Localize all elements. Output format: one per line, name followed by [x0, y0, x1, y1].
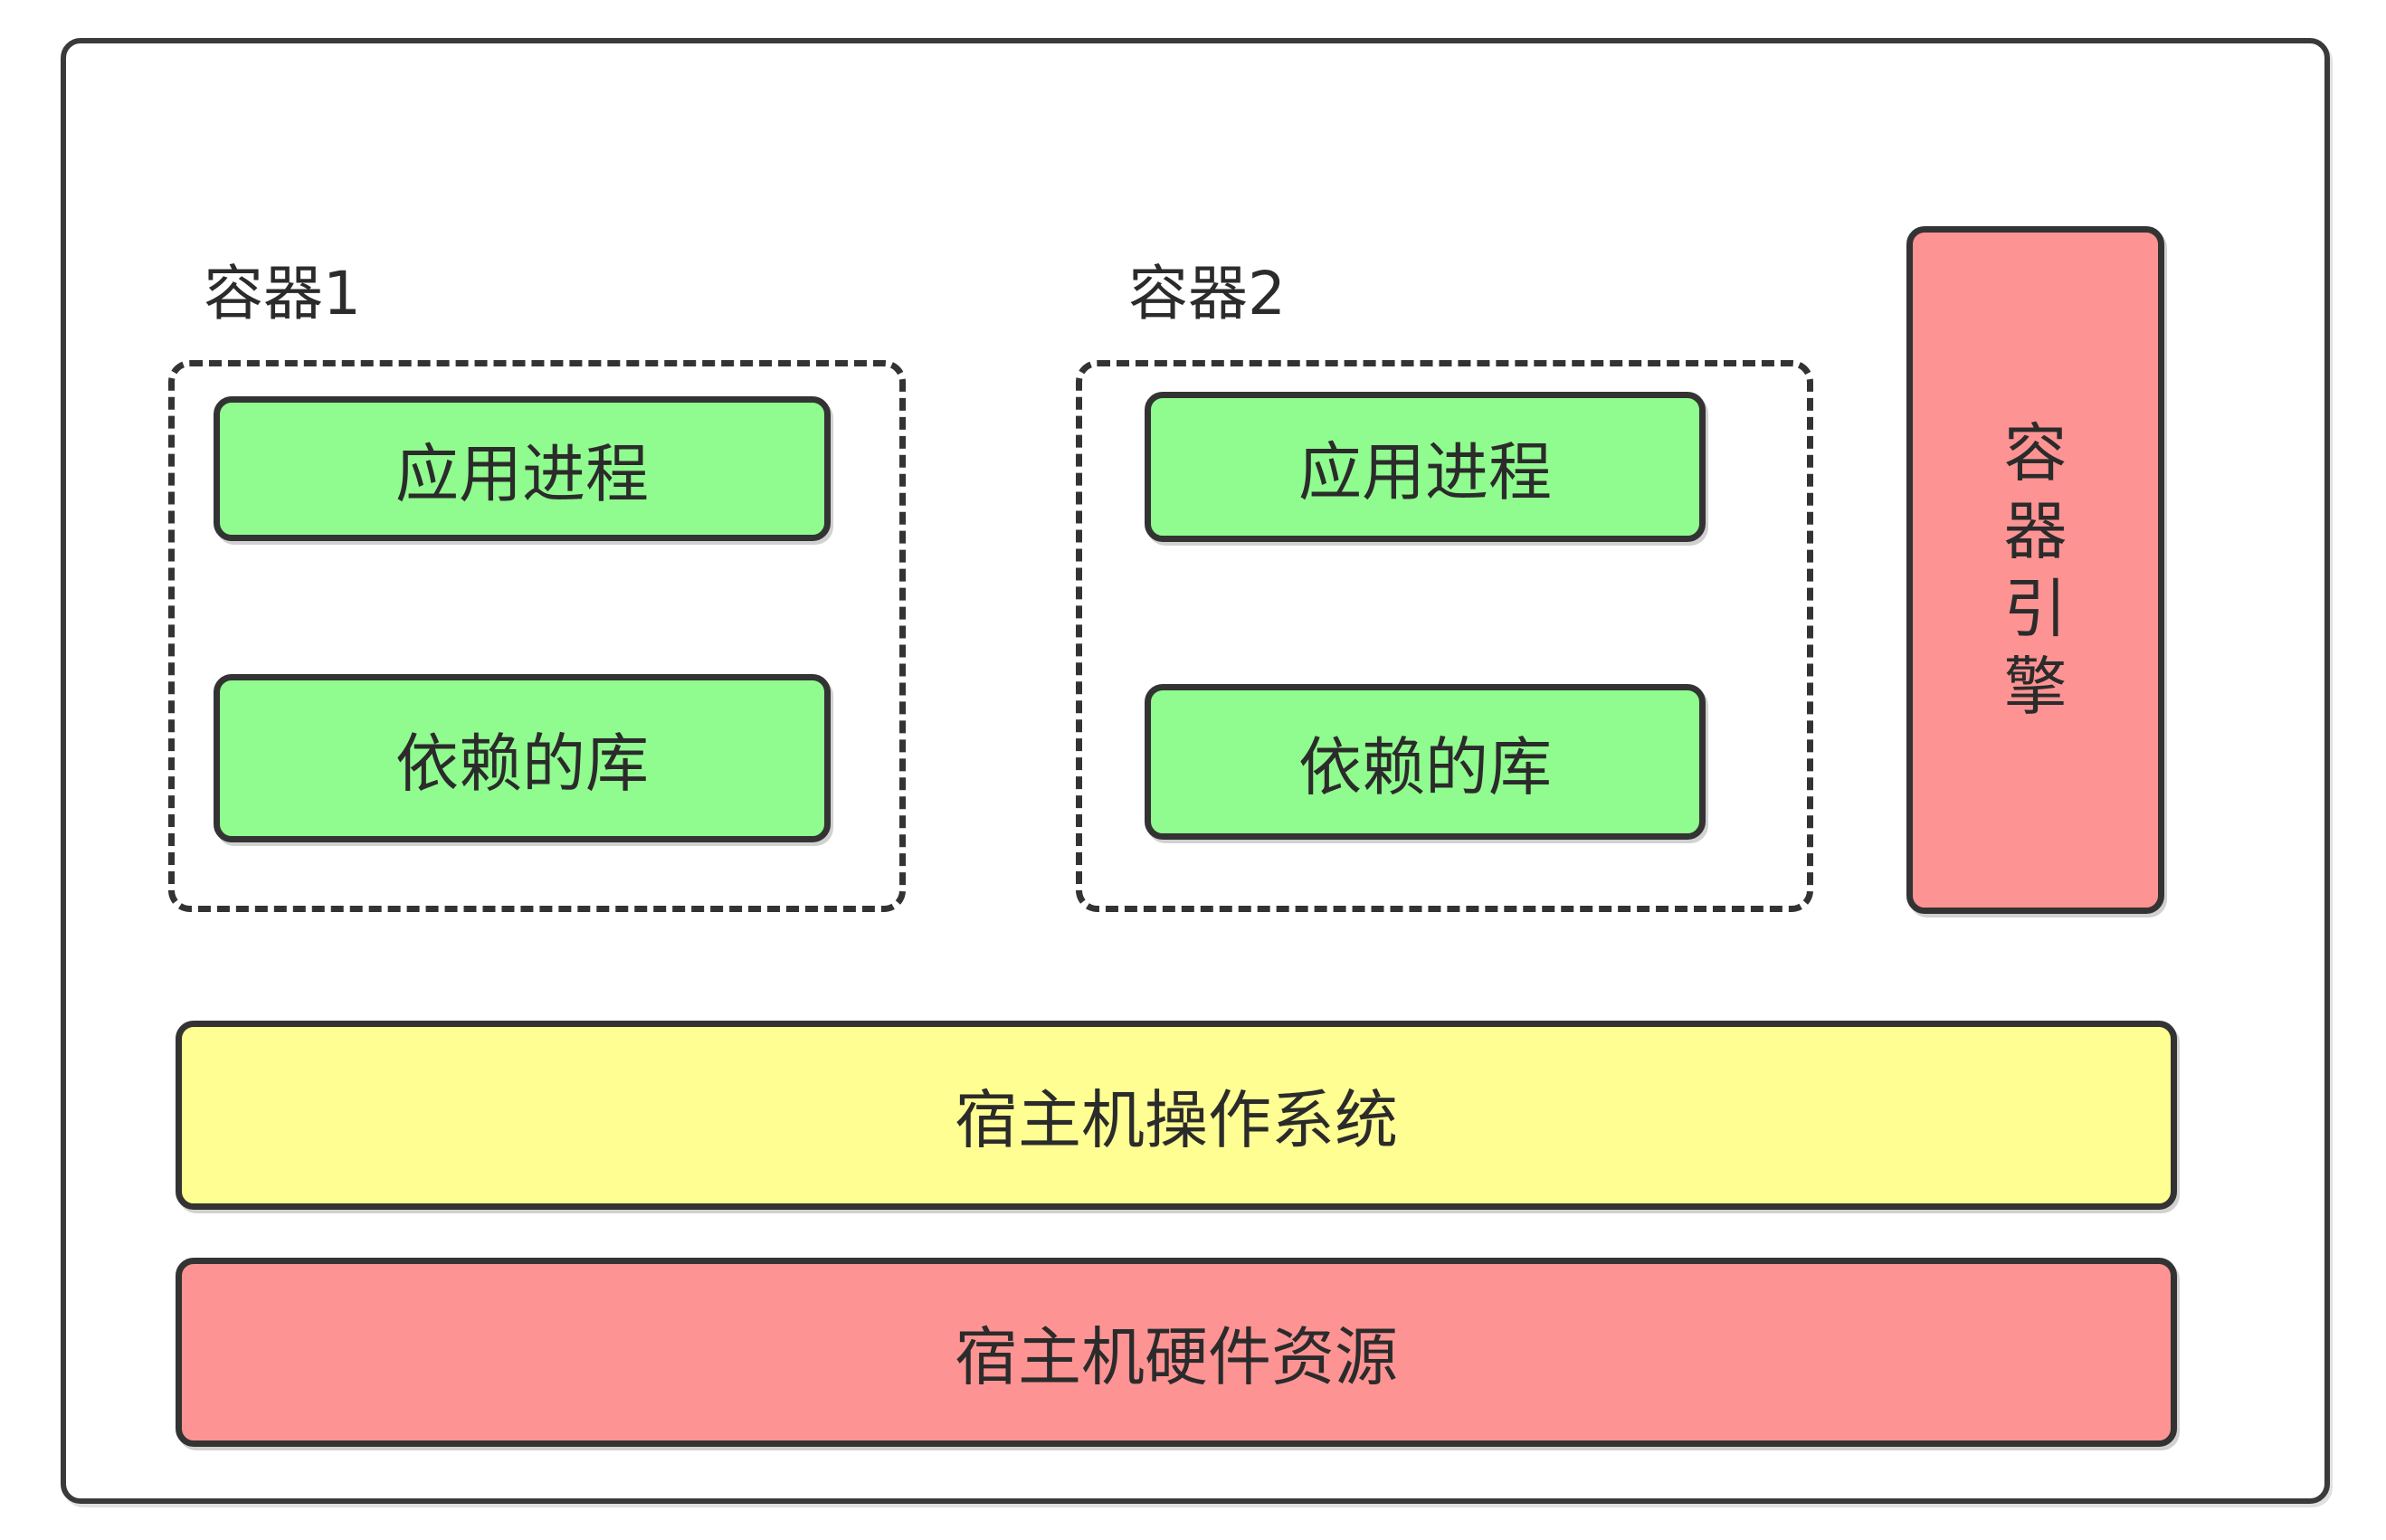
container-2-library-box: 依赖的库: [1145, 684, 1706, 840]
container-engine-char-4: 擎: [2003, 650, 2068, 724]
container-1-process-box: 应用进程: [214, 396, 831, 541]
container-2-boundary: [1076, 360, 1813, 912]
container-2-process-box: 应用进程: [1145, 392, 1706, 542]
container-1-process-label: 应用进程: [395, 436, 649, 511]
container-1-library-label: 依赖的库: [395, 726, 649, 801]
host-os-box: 宿主机操作系统: [176, 1021, 2177, 1210]
host-os-label: 宿主机操作系统: [955, 1083, 1398, 1157]
host-hardware-box: 宿主机硬件资源: [176, 1258, 2177, 1447]
container-engine-char-2: 器: [2003, 494, 2068, 568]
host-hardware-label: 宿主机硬件资源: [955, 1320, 1398, 1394]
container-1-boundary: [168, 360, 906, 912]
container-1-library-box: 依赖的库: [214, 674, 831, 842]
container-engine-box: 容 器 引 擎: [1906, 226, 2164, 914]
container-engine-char-3: 引: [2003, 572, 2068, 646]
container-2-process-label: 应用进程: [1298, 434, 1552, 509]
container-2-title: 容器2: [1128, 259, 1286, 328]
container-2-library-label: 依赖的库: [1298, 729, 1552, 804]
container-1-title: 容器1: [204, 259, 361, 328]
container-engine-char-1: 容: [2003, 416, 2068, 490]
